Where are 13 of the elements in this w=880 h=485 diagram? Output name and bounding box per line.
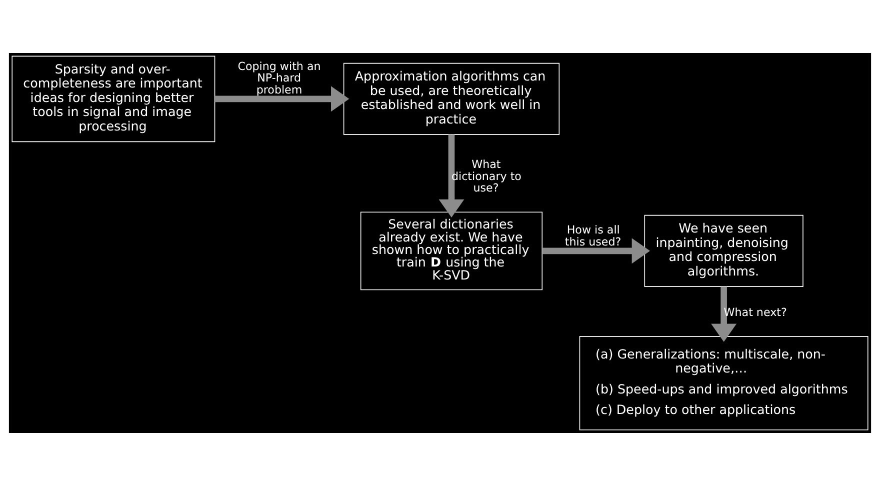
- edge-label: How is all this used?: [564, 223, 622, 248]
- node-box: Sparsity and over-completeness are important ideas for designing better tools in signal and image processing: [12, 55, 216, 142]
- arrow: [542, 238, 650, 264]
- node-box: We have seen inpainting, denoising and compression algorithms.: [644, 214, 804, 286]
- arrow: [711, 286, 737, 342]
- edge-label: What next?: [724, 305, 787, 318]
- node-box: Several dictionaries already exist. We have shown how to practically train D using the K-SVD: [360, 211, 543, 290]
- node-box: Approximation algorithms can be used, are theoretically established and work well in practice: [343, 62, 560, 134]
- arrow: [214, 86, 350, 112]
- edge-label: What dictionary to use?: [451, 157, 522, 194]
- arrow: [438, 134, 464, 218]
- node-box: (a) Generalizations: multiscale, non-negative,… (b) Speed-ups and improved algorithms (c) Deploy to other applications: [579, 336, 868, 430]
- edge-label: Coping with an NP-hard problem: [238, 59, 321, 96]
